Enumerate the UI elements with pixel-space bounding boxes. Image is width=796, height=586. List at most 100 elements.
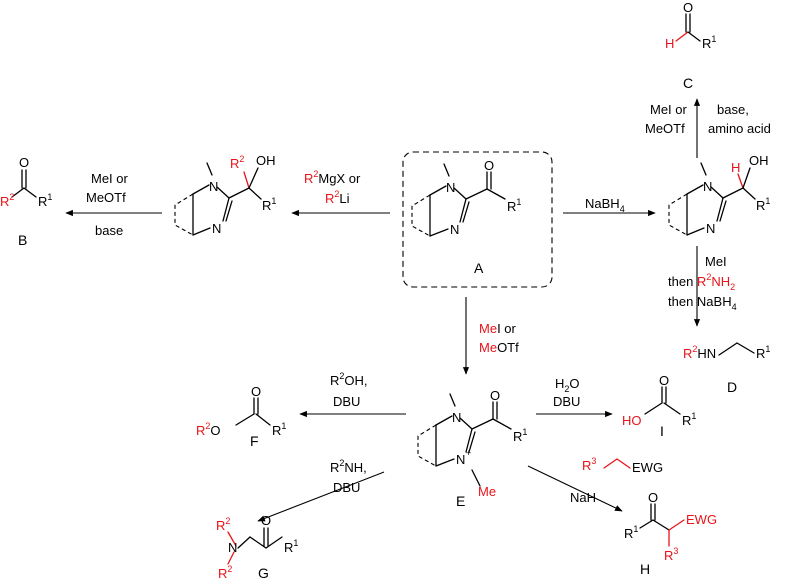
conditions-to-d: MeI then R2NH2 then NaBH4 [668,254,737,312]
label-e: E [456,493,465,509]
conditions-to-b: MeI or MeOTf base [86,171,129,238]
svg-text:R1: R1 [756,196,770,213]
svg-text:then R2NH2: then R2NH2 [668,272,735,292]
compound-c: O H R1 C [665,0,716,91]
compound-f: R2O O R1 F [196,384,286,449]
svg-text:R2: R2 [216,516,230,533]
svg-text:then NaBH4: then NaBH4 [668,294,737,312]
svg-text:R2NH,: R2NH, [330,458,367,475]
svg-text:MeI: MeI [705,254,727,269]
dashed-box [402,151,553,288]
svg-text:R1: R1 [702,34,716,51]
svg-text:MeI or: MeI or [479,321,517,336]
hydroxyl-label: OH [256,153,276,168]
svg-text:NaH: NaH [570,490,596,505]
svg-text:R1: R1 [284,538,298,555]
svg-text:MeI or: MeI or [650,102,688,117]
conditions-to-h: R3 EWG NaH [570,456,663,505]
svg-text:MeOTf: MeOTf [86,190,126,205]
label-b: B [18,232,27,248]
svg-text:R1: R1 [272,421,286,438]
svg-text:R3: R3 [582,456,596,473]
svg-text:H: H [665,36,674,51]
conditions-to-f: R2OH, DBU [330,371,368,409]
svg-text:R1: R1 [624,524,638,541]
svg-text:N: N [209,179,218,194]
svg-text:O: O [659,373,669,388]
svg-text:base: base [95,223,123,238]
svg-text:O: O [251,384,261,399]
atom-n: N [446,180,455,195]
arrow-e-to-g [257,471,385,522]
svg-text:EWG: EWG [686,512,717,527]
arrow-e-to-h [527,465,623,512]
svg-text:R2: R2 [0,192,14,209]
svg-text:R2O: R2O [196,421,221,438]
conditions-to-e: MeI or MeOTf [479,321,519,355]
label-h: H [640,561,650,577]
svg-text:EWG: EWG [632,460,663,475]
svg-text:R2MgX or: R2MgX or [304,169,361,186]
svg-text:N: N [703,179,712,194]
compound-e: N N + O R1 Me E [417,388,527,509]
r1-label: R1 [507,197,521,214]
compound-b: O R2 R1 B [0,155,52,248]
compound-g: N R2 R2 O R1 G [216,513,298,581]
label-a: A [474,260,484,276]
svg-text:O: O [490,388,500,403]
svg-text:R2Li: R2Li [325,189,350,206]
conditions-grignard: R2MgX or R2Li [304,169,361,206]
label-f: F [250,433,259,449]
compound-i: HO O R1 I [622,373,696,439]
label-g: G [258,565,269,581]
secondary-alcohol: N N H OH R1 [668,153,770,236]
conditions-to-i: H2O DBU [553,376,580,409]
svg-text:OH: OH [749,153,769,168]
label-i: I [660,423,664,439]
compound-h: O R1 EWG R3 H [624,490,717,577]
svg-text:N: N [228,540,237,555]
svg-text:MeOTf: MeOTf [479,340,519,355]
svg-text:R3: R3 [664,546,678,563]
compound-a: N N O R1 A [402,151,553,288]
conditions-to-c: MeI or MeOTf base, amino acid [645,102,771,136]
svg-text:O: O [683,0,693,15]
atom-o: O [484,158,494,173]
svg-text:amino acid: amino acid [708,121,771,136]
svg-text:R1: R1 [682,411,696,428]
svg-text:R1: R1 [38,192,52,209]
svg-text:MeI or: MeI or [91,171,129,186]
tertiary-alcohol: N N R2 OH R1 [174,153,276,236]
svg-text:NaBH4: NaBH4 [585,196,625,214]
label-d: D [727,379,737,395]
svg-text:H2O: H2O [555,376,580,394]
svg-text:O: O [648,490,658,505]
svg-text:N: N [452,410,461,425]
label-c: C [683,75,693,91]
svg-text:R1: R1 [262,196,276,213]
svg-text:base,: base, [717,102,749,117]
svg-text:N: N [212,221,221,236]
svg-text:+: + [466,448,471,458]
svg-text:O: O [19,155,29,170]
svg-text:DBU: DBU [333,394,360,409]
svg-text:R2OH,: R2OH, [330,371,368,388]
svg-text:O: O [261,513,271,528]
svg-text:N: N [706,221,715,236]
methyl-label: Me [478,484,496,499]
svg-text:DBU: DBU [553,394,580,409]
atom-n: N [450,222,459,237]
svg-text:DBU: DBU [333,480,360,495]
svg-text:R1: R1 [756,344,770,361]
conditions-to-g: R2NH, DBU [330,458,367,495]
svg-text:R2HN: R2HN [683,344,716,361]
svg-text:R1: R1 [513,427,527,444]
compound-d: R2HN R1 D [683,342,770,395]
svg-text:R2: R2 [218,564,232,581]
svg-text:MeOTf: MeOTf [645,121,685,136]
conditions-nabh4: NaBH4 [585,196,625,214]
r2-label: R2 [230,154,244,171]
fused-ring-dashed [411,194,431,237]
svg-text:N: N [456,452,465,467]
